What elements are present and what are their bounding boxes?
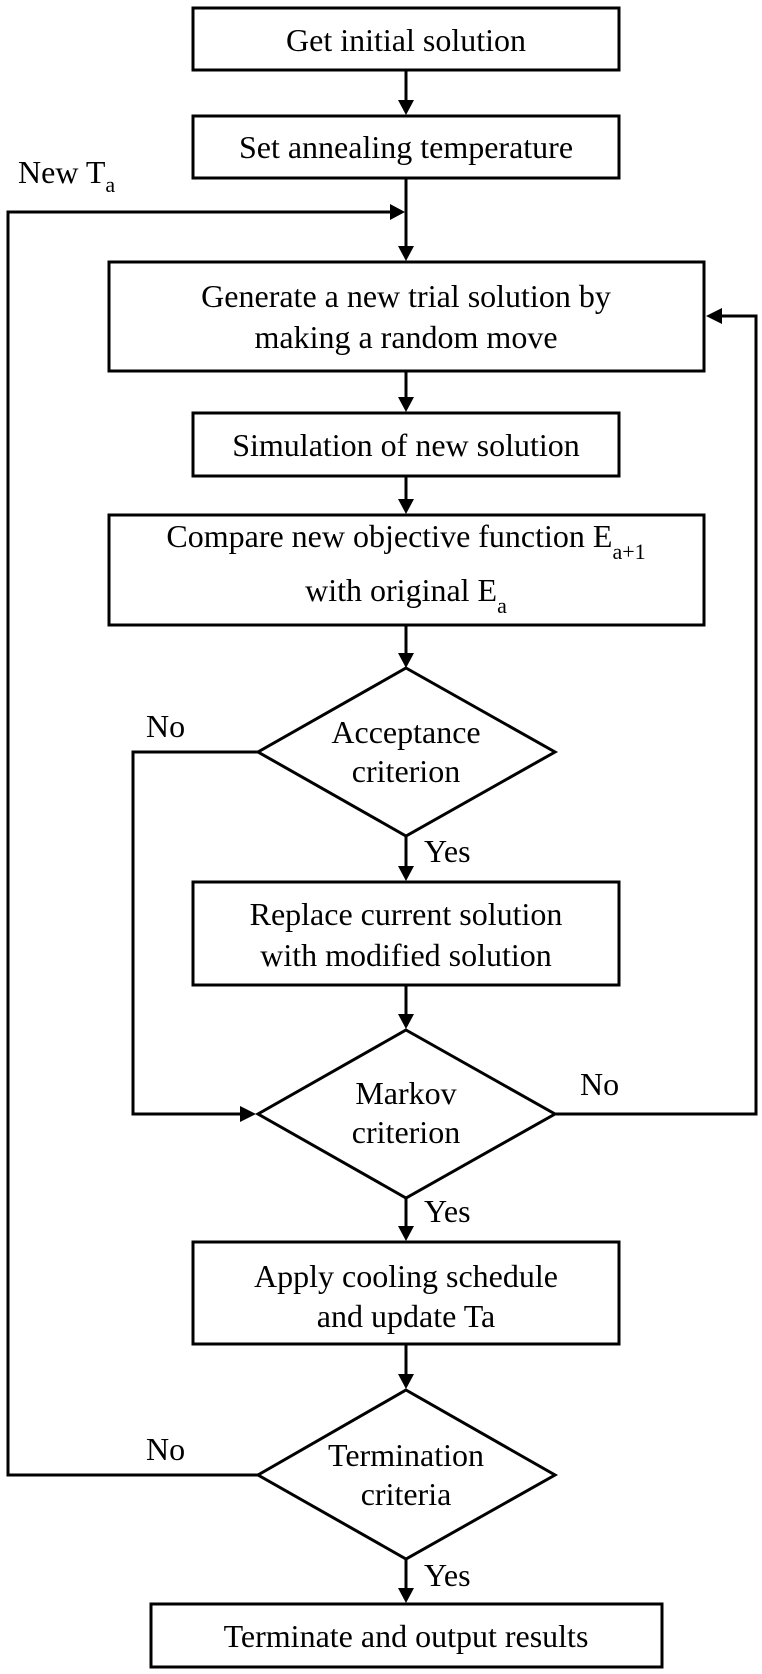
compare-line1-subscript: a+1	[612, 539, 645, 564]
node-label-line2: making a random move	[254, 319, 557, 355]
node-get-initial-solution: Get initial solution	[191, 6, 621, 72]
node-generate-trial-solution: Generate a new trial solution by making …	[107, 260, 706, 373]
node-label-line1: Compare new objective function Ea+1	[166, 518, 645, 564]
decision-label-line2: criterion	[352, 1114, 460, 1150]
edge-acceptance-no	[131, 750, 258, 1116]
node-set-annealing-temperature: Set annealing temperature	[191, 114, 621, 180]
node-simulation: Simulation of new solution	[191, 411, 621, 478]
arrowhead	[398, 1374, 414, 1389]
arrowhead	[240, 1106, 256, 1122]
label-new-ta-subscript: a	[105, 172, 115, 197]
arrowhead	[390, 204, 405, 220]
node-label-line1: Generate a new trial solution by	[201, 278, 611, 314]
node-label: Get initial solution	[286, 22, 526, 58]
label-markov-yes: Yes	[424, 1193, 471, 1229]
decision-termination-criteria: Termination criteria	[254, 1388, 559, 1561]
node-label-line1: Apply cooling schedule	[254, 1258, 558, 1294]
node-label-line2: and update Ta	[317, 1298, 495, 1334]
decision-acceptance-criterion: Acceptance criterion	[254, 666, 559, 838]
arrowhead	[398, 866, 414, 881]
label-termination-no: No	[146, 1431, 185, 1467]
arrowhead	[398, 653, 414, 668]
label-new-ta: New Ta	[18, 154, 115, 197]
label-acceptance-no: No	[146, 708, 185, 744]
connectors	[6, 70, 758, 1603]
label-markov-no: No	[580, 1066, 619, 1102]
node-replace-solution: Replace current solution with modified s…	[191, 880, 621, 987]
compare-line1-text: Compare new objective function E	[166, 518, 612, 554]
arrowhead	[398, 100, 414, 115]
label-acceptance-yes: Yes	[424, 833, 471, 869]
edge-termination-no-loop	[6, 210, 390, 1477]
arrowhead	[398, 1588, 414, 1603]
node-label-line1: Replace current solution	[250, 896, 563, 932]
node-label-line2: with modified solution	[260, 937, 552, 973]
label-new-ta-text: New T	[18, 154, 106, 190]
compare-line2-text: with original E	[305, 572, 497, 608]
arrowhead	[398, 397, 414, 412]
arrowhead	[398, 1226, 414, 1241]
decision-markov-criterion: Markov criterion	[254, 1028, 559, 1200]
decision-label-line2: criteria	[361, 1476, 452, 1512]
arrowhead	[398, 246, 414, 261]
decision-label-line1: Termination	[328, 1437, 484, 1473]
node-compare-objective: Compare new objective function Ea+1 with…	[107, 513, 706, 627]
node-terminate-output: Terminate and output results	[149, 1602, 664, 1669]
decision-label-line1: Acceptance	[331, 714, 480, 750]
node-label: Terminate and output results	[224, 1618, 589, 1654]
node-label: Simulation of new solution	[232, 427, 580, 463]
decision-label-line2: criterion	[352, 753, 460, 789]
edge-labels: New Ta No Yes No Yes No Yes	[18, 154, 619, 1593]
arrowhead	[398, 1014, 414, 1029]
compare-line2-subscript: a	[497, 593, 507, 618]
arrowhead	[398, 499, 414, 514]
node-apply-cooling-schedule: Apply cooling schedule and update Ta	[191, 1240, 621, 1346]
edge-markov-no-loop	[555, 314, 758, 1116]
node-label-line2: with original Ea	[305, 572, 507, 618]
decision-label-line1: Markov	[355, 1075, 456, 1111]
node-label: Set annealing temperature	[239, 129, 573, 165]
arrowhead	[706, 308, 722, 324]
label-termination-yes: Yes	[424, 1557, 471, 1593]
